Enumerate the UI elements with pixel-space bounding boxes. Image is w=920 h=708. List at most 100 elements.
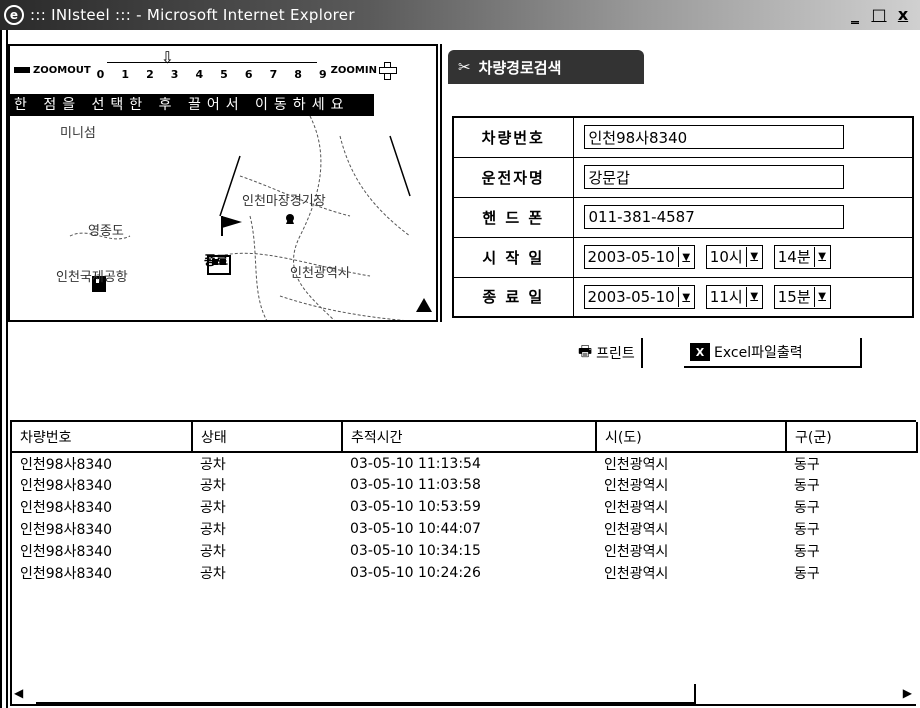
vehicle-end-icon <box>207 255 231 275</box>
zoom-tick[interactable]: 7 <box>269 68 278 81</box>
zoom-tick[interactable]: 2 <box>146 68 154 81</box>
chevron-down-icon[interactable]: ▼ <box>745 286 762 307</box>
end-row: 종 료 일 2003-05-10 ▼ 11시 ▼ 15분 ▼ <box>452 276 914 318</box>
chevron-down-icon[interactable]: ▼ <box>813 286 830 307</box>
horizontal-scrollbar[interactable]: ◀ ▶ <box>12 684 918 704</box>
table-cell: 03-05-10 10:53:59 <box>350 499 481 515</box>
table-cell: 03-05-10 11:13:54 <box>350 455 481 472</box>
zoom-tick[interactable]: 4 <box>195 68 204 81</box>
excel-export-button[interactable]: X Excel파일출력 <box>684 338 862 368</box>
chevron-down-icon[interactable]: ▼ <box>813 246 830 267</box>
ie-icon: e <box>4 5 24 25</box>
table-cell: 인천광역시 <box>604 456 669 473</box>
route-search-panel: ✂ 차량경로검색 차량번호 운전자명 핸 드 폰 시 작 일 2003- <box>440 44 914 322</box>
scrollbar-thumb[interactable] <box>36 684 696 704</box>
zoom-ticks: 0 1 2 3 4 5 6 7 8 9 <box>97 68 327 81</box>
end-minute-select[interactable]: 15분 ▼ <box>773 284 831 309</box>
map-instruction: 한 점을 선택한 후 끌어서 이동하세요 <box>10 94 374 116</box>
minimize-button[interactable]: _ <box>851 4 859 24</box>
start-row: 시 작 일 2003-05-10 ▼ 10시 ▼ 14분 ▼ <box>452 236 914 278</box>
zoom-tick[interactable]: 9 <box>318 68 327 81</box>
minus-icon <box>14 67 30 73</box>
zoom-in-label: ZOOMIN <box>330 64 377 76</box>
close-button[interactable]: x <box>897 4 909 24</box>
start-date-select[interactable]: 2003-05-10 ▼ <box>583 245 695 270</box>
table-cell: 동구 <box>794 456 820 473</box>
landmark-icon <box>286 214 294 224</box>
window-frame-left <box>0 30 8 708</box>
vehicle-row: 차량번호 <box>452 116 914 158</box>
map-canvas[interactable] <box>10 116 438 322</box>
start-minute-select[interactable]: 14분 ▼ <box>773 244 831 269</box>
column-header[interactable]: 시(도) <box>596 422 787 453</box>
zoom-tick[interactable]: 3 <box>170 68 179 81</box>
zoom-tick[interactable]: 1 <box>121 68 130 81</box>
table-cell: 동구 <box>794 544 820 560</box>
column-header[interactable]: 추적시간 <box>342 422 597 453</box>
phone-row: 핸 드 폰 <box>452 196 914 238</box>
column-header[interactable]: 차량번호 <box>12 422 193 453</box>
table-cell: 인천98사8340 <box>20 544 113 560</box>
table-cell: 03-05-10 10:34:15 <box>350 543 481 559</box>
table-cell: 03-05-10 10:44:07 <box>350 521 481 537</box>
phone-label: 핸 드 폰 <box>452 196 574 238</box>
start-date-label: 시 작 일 <box>452 236 574 278</box>
table-cell: 03-05-10 11:03:58 <box>350 477 481 493</box>
vehicle-number-input[interactable] <box>583 125 844 150</box>
print-button[interactable]: 🖶 프린트 <box>572 338 643 368</box>
table-cell: 공차 <box>200 478 226 494</box>
driver-label: 운전자명 <box>452 156 574 198</box>
column-header[interactable]: 구(군) <box>786 422 918 453</box>
start-hour-select[interactable]: 10시 ▼ <box>705 244 763 269</box>
table-cell: 동구 <box>794 566 820 582</box>
table-cell: 공차 <box>200 500 226 516</box>
map-label-end: 종료 <box>204 254 228 269</box>
maximize-button[interactable]: □ <box>871 4 887 24</box>
table-cell: 공차 <box>200 522 226 538</box>
zoom-scale[interactable]: ⇩ 0 1 2 3 4 5 6 7 8 9 <box>97 48 327 82</box>
window-controls: _ □ x <box>844 4 914 24</box>
scroll-left-icon[interactable]: ◀ <box>14 686 24 700</box>
action-bar: 🖶 프린트 X Excel파일출력 <box>8 324 920 382</box>
end-hour-select[interactable]: 11시 ▼ <box>705 284 763 309</box>
vehicle-label: 차량번호 <box>452 116 574 158</box>
table-cell: 인천98사8340 <box>20 500 113 516</box>
chevron-down-icon[interactable]: ▼ <box>745 246 762 267</box>
table-cell: 인천98사8340 <box>20 522 113 538</box>
tab-route-search[interactable]: ✂ 차량경로검색 <box>448 50 644 84</box>
table-cell: 인천광역시 <box>604 478 669 494</box>
zoom-tick[interactable]: 0 <box>96 68 105 81</box>
map-panel[interactable]: ZOOMOUT ⇩ 0 1 2 3 4 5 6 7 8 9 ZOOMIN 한 점을 선택한 후 끌… <box>8 44 438 322</box>
map-label-racetrack: 인천마장경기장 <box>242 194 326 209</box>
phone-input[interactable] <box>583 205 844 229</box>
column-header[interactable]: 상태 <box>192 422 343 453</box>
scroll-right-icon[interactable]: ▶ <box>902 686 912 700</box>
zoom-scale-line <box>106 62 317 63</box>
window-title: ::: INIsteel ::: - Microsoft Internet Ex… <box>30 6 355 24</box>
zoom-out-label: ZOOMOUT <box>33 64 91 76</box>
driver-name-input[interactable] <box>583 165 844 189</box>
zoom-tick[interactable]: 8 <box>294 68 302 81</box>
chevron-down-icon[interactable]: ▼ <box>677 287 694 307</box>
scissors-icon: ✂ <box>458 58 471 76</box>
zoom-in-button[interactable]: ZOOMIN <box>330 62 397 80</box>
chevron-down-icon[interactable]: ▼ <box>677 247 694 268</box>
zoom-out-button[interactable]: ZOOMOUT <box>14 65 91 76</box>
zoom-marker-icon[interactable]: ⇩ <box>160 48 175 67</box>
title-bar[interactable]: e ::: INIsteel ::: - Microsoft Internet … <box>0 0 920 30</box>
zoom-bar: ZOOMOUT ⇩ 0 1 2 3 4 5 6 7 8 9 ZOOMIN <box>10 48 436 84</box>
zoom-tick[interactable]: 5 <box>220 68 228 81</box>
table-cell: 03-05-10 10:24:26 <box>350 565 481 581</box>
excel-label: Excel파일출력 <box>714 345 803 361</box>
airport-icon <box>92 276 106 292</box>
zoom-tick[interactable]: 6 <box>244 68 253 81</box>
end-date-select[interactable]: 2003-05-10 ▼ <box>583 285 695 309</box>
